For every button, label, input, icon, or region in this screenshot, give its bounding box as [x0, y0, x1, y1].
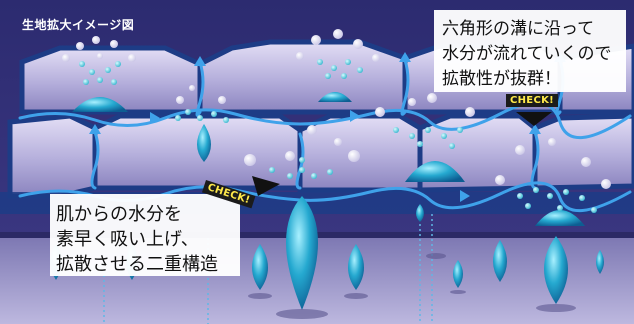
callout-bottom-left: 肌からの水分を 素早く吸い上げ、 拡散させる二重構造 — [50, 194, 240, 276]
hex-cell — [297, 113, 423, 193]
check-pointers — [252, 112, 552, 196]
callout-line: 拡散性が抜群！ — [442, 69, 561, 89]
absorbed-particles — [79, 59, 597, 213]
callout-line: 水分が流れていくので — [442, 44, 612, 64]
flow-arrows — [89, 52, 566, 202]
callout-line: 肌からの水分を — [56, 204, 182, 225]
callout-top-right: 六角形の溝に沿って 水分が流れていくので 拡散性が抜群！ — [434, 10, 626, 92]
hex-cell — [197, 39, 408, 115]
callout-line: 素早く吸い上げ、 — [56, 229, 199, 250]
moisture-particles — [62, 29, 611, 189]
check-badge: CHECK! — [506, 94, 558, 107]
callout-line: 拡散させる二重構造 — [56, 254, 218, 275]
image-label: 生地拡大イメージ図 — [22, 18, 135, 32]
hex-cell — [532, 113, 634, 191]
water-drops — [50, 124, 604, 310]
water-domes — [72, 92, 585, 226]
hex-cell — [7, 113, 98, 199]
callout-line: 六角形の溝に沿って — [442, 19, 595, 39]
